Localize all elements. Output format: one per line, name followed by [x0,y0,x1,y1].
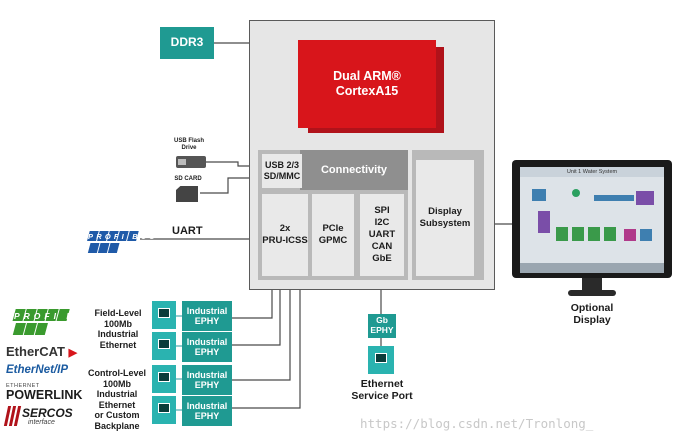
monitor-screen: Unit 1 Water System [520,167,664,273]
rj45-icon [152,301,176,329]
ethernet-port-icon [368,346,394,374]
profinet-logo: PROFI NET [8,308,96,338]
uart-label: UART [172,225,203,237]
optional-display-label: Optional Display [570,302,614,327]
ethernet-ip-logo: EtherNet/IP [6,364,68,376]
rj45-icon [152,332,176,360]
industrial-ephy-4: Industrial EPHY [182,396,232,426]
ethercat-arrow-icon: ▶ [68,347,78,359]
rj45-icon [152,365,176,393]
usb-flash-icon [176,156,206,168]
pru-link-3 [232,276,291,381]
gb-ephy-block: Gb EPHY [368,314,396,338]
screen-tank-icon [556,227,568,241]
powerlink-small-text: ETHERNET [6,383,40,389]
ethercat-logo: EtherCAT ▶ [6,344,77,359]
ephy-label: Industrial EPHY [186,400,228,421]
ephy-label: Industrial EPHY [186,336,228,357]
screen-tank-icon [538,211,550,233]
display-subsystem-block: Display Subsystem [416,160,474,276]
profibus-logo-graphic [87,231,139,253]
screen-tank-icon [604,227,616,241]
pru-icss-block: 2x PRU-ICSS [262,194,308,276]
industrial-ephy-3: Industrial EPHY [182,365,232,395]
screen-title: Unit 1 Water System [520,167,664,177]
powerlink-text: POWERLINK [6,388,83,402]
ethernet-ip-text: EtherNet/IP [6,364,68,376]
ethercat-text: EtherCAT [6,344,65,359]
industrial-ephy-2: Industrial EPHY [182,332,232,362]
pru-link-2 [232,276,281,346]
connectivity-label: Connectivity [320,164,387,176]
monitor-stand [582,278,602,292]
screen-pipe-icon [594,195,634,201]
pru-icss-label: 2x PRU-ICSS [262,223,308,246]
sd-card-icon [176,186,198,202]
profibus-text: PROFI BUS [88,232,158,241]
sercos-stripes-icon [3,406,22,426]
spi-block: SPI I2C UART CAN GbE [360,194,404,276]
powerlink-logo: ETHERNET POWERLINK [6,383,86,402]
cpu-label: Dual ARM® CortexA15 [333,69,401,98]
display-subsystem-label: Display Subsystem [419,206,471,229]
ddr3-label: DDR3 [170,35,204,50]
sercos-sub-text: interface [28,419,55,426]
pru-link-4 [232,276,301,409]
usb-sd-label: USB 2/3 SD/MMC [263,159,301,181]
watermark: https://blog.csdn.net/Tronlong_ [360,416,594,431]
screen-pump-icon [572,189,580,197]
screen-tank-icon [588,227,600,241]
screen-tank-icon [640,229,652,241]
sercos-text: SERCOS [22,406,73,420]
monitor-base [568,290,616,296]
screen-tank-icon [624,229,636,241]
ephy-label: Industrial EPHY [186,305,228,326]
screen-tank-icon [636,191,654,205]
ethernet-service-port-label: Ethernet Service Port [351,378,413,403]
screen-tank-icon [532,189,546,201]
sd-link [200,177,262,194]
spi-label: SPI I2C UART CAN GbE [368,205,396,264]
ephy-label: Industrial EPHY [186,369,228,390]
screen-tank-icon [572,227,584,241]
pru-link-1 [232,276,273,319]
usb-sd-block: USB 2/3 SD/MMC [262,154,302,188]
ddr3-block: DDR3 [160,27,214,59]
cpu-block: Dual ARM® CortexA15 [298,40,436,128]
profinet-logo-graphic [12,309,70,335]
connectivity-header: Connectivity [300,150,408,190]
screen-status-bar [520,263,664,273]
industrial-ephy-1: Industrial EPHY [182,301,232,331]
control-level-label: Control-Level 100Mb Industrial Ethernet … [87,368,146,432]
rj45-icon [152,396,176,424]
profinet-text: PROFI NET [14,311,96,321]
pcie-gpmc-block: PCIe GPMC [312,194,354,276]
profibus-logo: PROFI BUS [82,230,158,256]
pcie-gpmc-label: PCIe GPMC [318,223,348,246]
sd-card-label: SD CARD [174,176,202,182]
usb-flash-label: USB Flash Drive [173,138,204,152]
field-level-label: Field-Level 100Mb Industrial Ethernet [94,308,142,350]
gb-ephy-label: Gb EPHY [370,315,394,335]
